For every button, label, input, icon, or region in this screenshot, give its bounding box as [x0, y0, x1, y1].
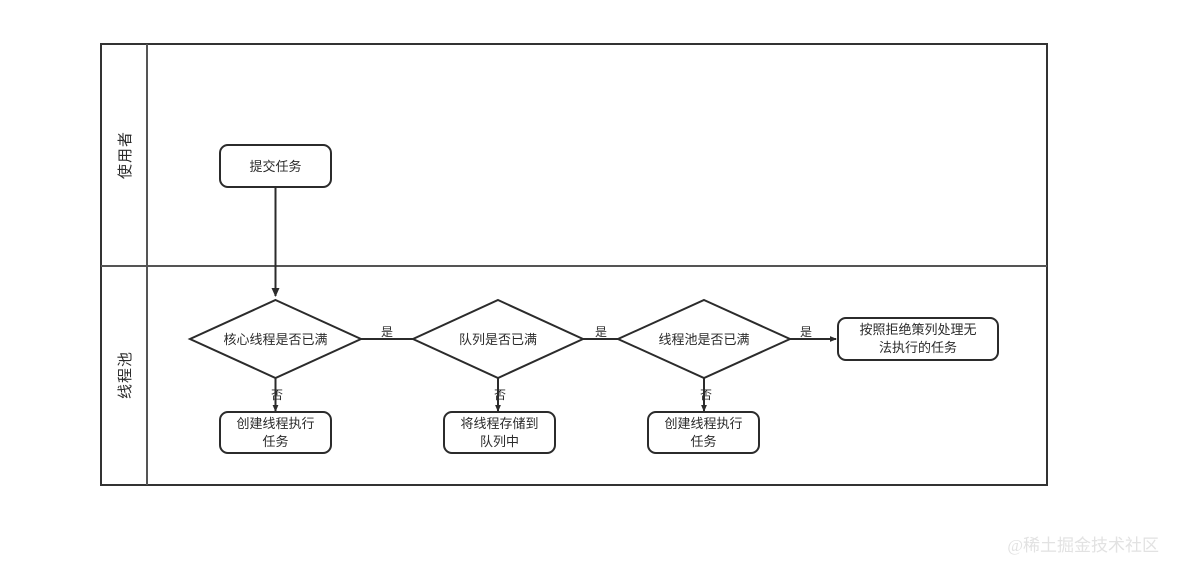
reject-policy-box[interactable]: [837, 317, 999, 361]
submit-task-label: 提交任务: [249, 159, 301, 174]
node-submit-task[interactable]: 提交任务: [219, 144, 332, 188]
reject-policy-line2: 法执行的任务: [879, 340, 957, 355]
node-create-thread-2[interactable]: 创建线程执行 任务: [647, 411, 760, 454]
edge-pool-yes-label: 是: [800, 325, 812, 339]
edge-pool-no: 否: [700, 378, 712, 412]
create-thread-2-box[interactable]: [647, 411, 760, 454]
create-thread-1-line1: 创建线程执行: [236, 416, 314, 431]
create-thread-2-line2: 任务: [690, 434, 716, 449]
lane-pool: 线程池: [117, 351, 134, 399]
lane-user: 使用者: [117, 131, 134, 179]
node-store-queue[interactable]: 将线程存储到 队列中: [443, 411, 556, 454]
create-thread-1-line2: 任务: [262, 434, 288, 449]
create-thread-1-box[interactable]: [219, 411, 332, 454]
edge-pool-no-label: 否: [700, 388, 712, 402]
lane-label-user: 使用者: [117, 131, 134, 179]
edge-queue-no: 否: [494, 378, 506, 412]
node-queue-full[interactable]: 队列是否已满: [410, 298, 586, 380]
create-thread-2-line1: 创建线程执行: [664, 416, 742, 431]
store-queue-line1: 将线程存储到: [460, 416, 538, 431]
edge-core-no: 否: [271, 378, 283, 412]
edge-queue-no-label: 否: [494, 388, 506, 402]
queue-full-label: 队列是否已满: [459, 332, 537, 347]
node-create-thread-1[interactable]: 创建线程执行 任务: [219, 411, 332, 454]
edge-core-yes-label: 是: [381, 325, 393, 339]
edge-queue-yes-label: 是: [595, 325, 607, 339]
pool-full-label: 线程池是否已满: [658, 332, 749, 347]
edge-pool-yes: 是: [790, 325, 837, 342]
store-queue-box[interactable]: [443, 411, 556, 454]
node-reject-policy[interactable]: 按照拒绝策列处理无 法执行的任务: [837, 317, 999, 361]
edge-core-no-label: 否: [271, 388, 283, 402]
core-full-label: 核心线程是否已满: [223, 332, 327, 347]
lane-label-pool: 线程池: [117, 351, 134, 399]
watermark-text: @稀土掘金技术社区: [1007, 536, 1159, 555]
store-queue-line2: 队列中: [480, 434, 519, 449]
reject-policy-line1: 按照拒绝策列处理无: [859, 322, 976, 337]
